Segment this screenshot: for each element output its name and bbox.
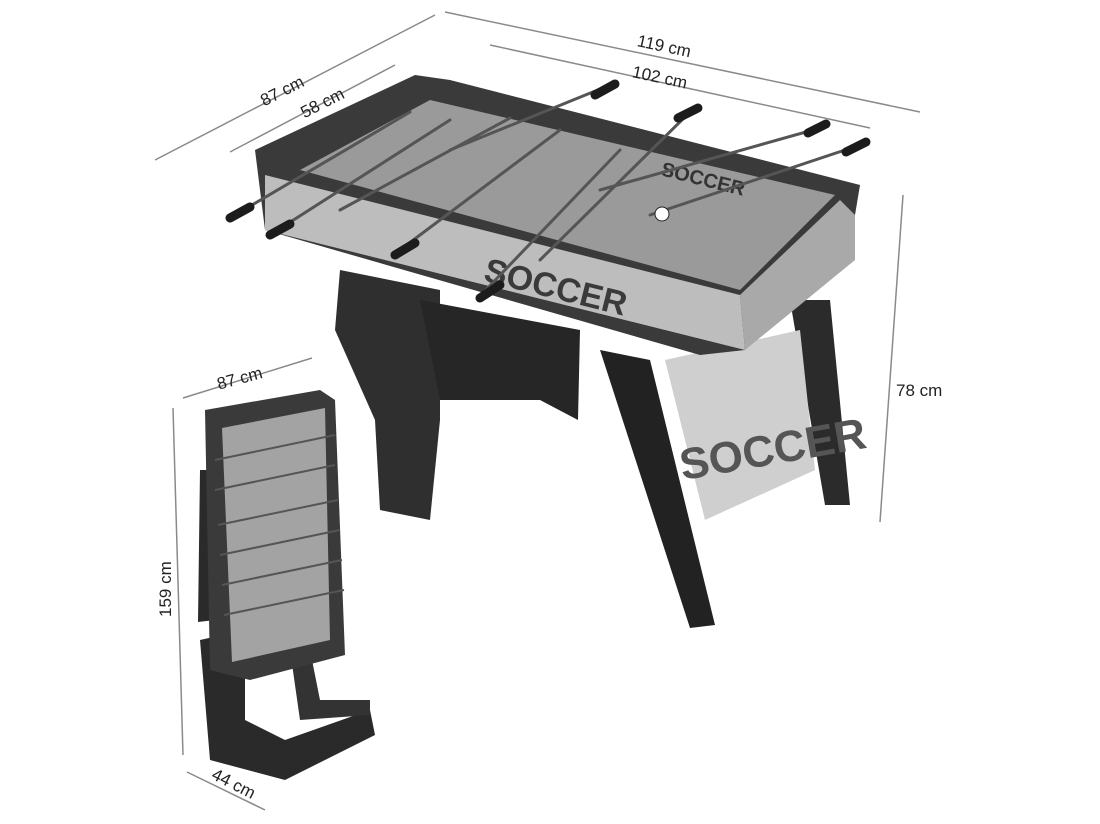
dim-line-78 [879, 194, 904, 523]
dim-line-159 [172, 407, 184, 756]
folded-stand-back [290, 650, 370, 720]
front-side-panel [265, 175, 745, 350]
dim-line-87 [154, 14, 436, 161]
label-159: 159 cm [156, 561, 175, 617]
label-78: 78 cm [896, 381, 942, 400]
ball [654, 206, 670, 222]
front-right-leg [600, 350, 715, 628]
label-102: 102 cm [631, 62, 689, 92]
back-right-leg [790, 300, 850, 505]
folded-foosball-table [198, 390, 375, 780]
back-left-leg [335, 270, 440, 520]
assembled-foosball-table: SOCCER SOCCER SOCCER [225, 75, 871, 628]
rod-handles [225, 79, 871, 303]
dim-line-44 [186, 771, 266, 811]
player-rods [228, 83, 862, 298]
dim-line-119 [444, 11, 921, 113]
folded-rods [214, 434, 345, 616]
playfield [300, 100, 835, 290]
dim-line-58 [229, 64, 396, 153]
label-119: 119 cm [636, 31, 693, 61]
label-folded-87: 87 cm [215, 363, 265, 393]
center-support-panel [420, 300, 580, 420]
right-side-panel [740, 200, 855, 350]
soccer-leg-banner [665, 330, 815, 520]
dim-line-102 [489, 44, 871, 129]
dim-line-folded-87 [182, 357, 313, 399]
dimension-lines [154, 11, 921, 811]
